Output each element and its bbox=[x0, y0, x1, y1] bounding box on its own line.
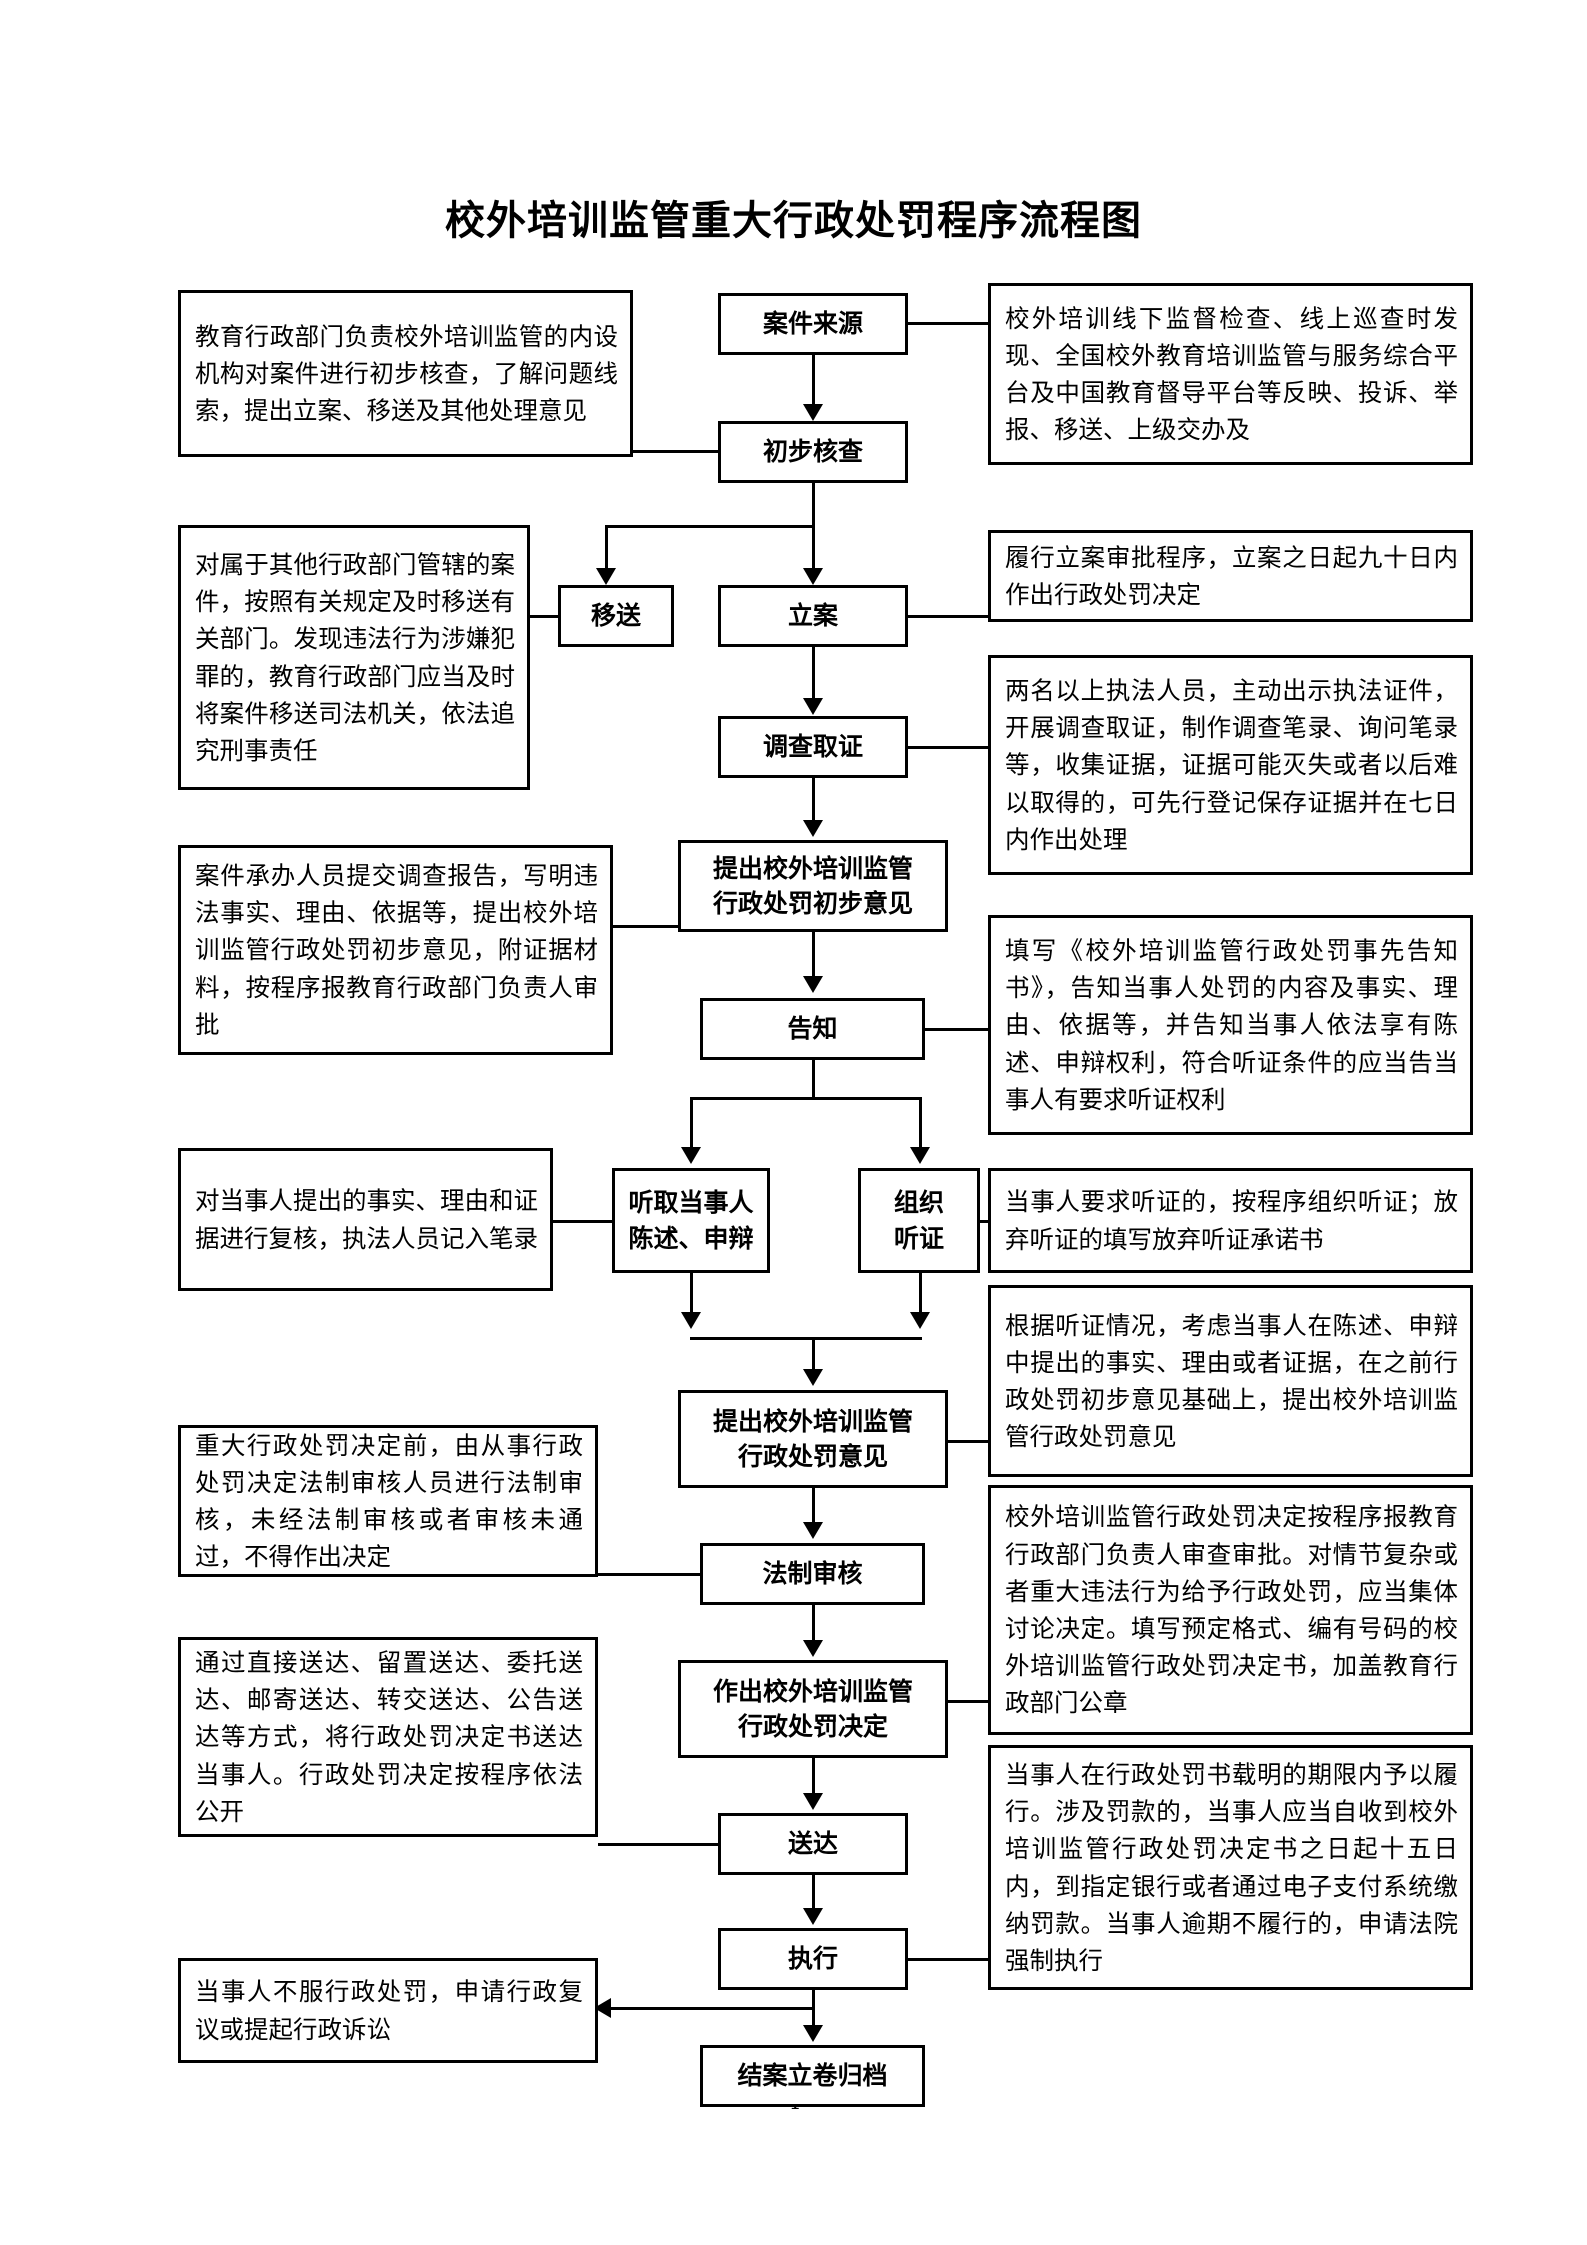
connector-make-decision-to-note bbox=[948, 1700, 988, 1703]
note-penalty-opinion: 根据听证情况，考虑当事人在陈述、申辩中提出的事实、理由或者证据，在之前行政处罚初… bbox=[988, 1285, 1473, 1477]
note-notification: 填写《校外培训监管行政处罚事先告知书》，告知当事人处罚的内容及事实、理由、依据等… bbox=[988, 915, 1473, 1135]
connector-note-to-preliminary-opinion bbox=[613, 925, 678, 928]
node-investigation[interactable]: 调查取证 bbox=[718, 716, 908, 778]
connector-branch-horizontal bbox=[605, 525, 815, 528]
note-appeal: 当事人不服行政处罚，申请行政复议或提起行政诉讼 bbox=[178, 1958, 598, 2063]
connector-branch-to-organize-hearing bbox=[919, 1097, 922, 1152]
connector-investigation-down bbox=[812, 778, 815, 824]
arrowhead-to-preliminary-review bbox=[803, 404, 823, 421]
arrowhead-to-execution bbox=[803, 1908, 823, 1925]
connector-legal-review-down bbox=[812, 1605, 815, 1645]
connector-execution-appeal-stub bbox=[812, 1990, 815, 2009]
connector-notification-down bbox=[812, 1060, 815, 1100]
arrowhead-to-investigation bbox=[803, 698, 823, 715]
connector-note-to-hear-statement bbox=[553, 1220, 612, 1223]
arrowhead-to-notification bbox=[803, 976, 823, 993]
connector-execution-down bbox=[812, 1990, 815, 2030]
note-investigation: 两名以上执法人员，主动出示执法证件，开展调查取证，制作调查笔录、询问笔录等，收集… bbox=[988, 655, 1473, 875]
node-transfer[interactable]: 移送 bbox=[558, 585, 674, 647]
connector-penalty-opinion-down bbox=[812, 1488, 815, 1528]
connector-organize-hearing-to-note bbox=[980, 1220, 988, 1223]
connector-make-decision-down bbox=[812, 1758, 815, 1798]
note-preliminary-review: 教育行政部门负责校外培训监管的内设机构对案件进行初步核查，了解问题线索，提出立案… bbox=[178, 290, 633, 457]
connector-service-down bbox=[812, 1875, 815, 1913]
connector-case-source-down bbox=[812, 355, 815, 408]
connector-preliminary-review-down bbox=[812, 483, 815, 528]
node-make-decision[interactable]: 作出校外培训监管 行政处罚决定 bbox=[678, 1660, 948, 1758]
note-make-decision: 校外培训监管行政处罚决定按程序报教育行政部门负责人审查审批。对情节复杂或者重大违… bbox=[988, 1485, 1473, 1735]
connector-note-to-preliminary-review bbox=[633, 450, 718, 453]
node-hear-statement[interactable]: 听取当事人 陈述、申辩 bbox=[612, 1168, 770, 1273]
node-preliminary-review[interactable]: 初步核查 bbox=[718, 421, 908, 483]
note-execution: 当事人在行政处罚书载明的期限内予以履行。涉及罚款的，当事人应当自收到校外培训监管… bbox=[988, 1745, 1473, 1990]
connector-branch-to-transfer bbox=[605, 525, 608, 573]
arrowhead-to-legal-review bbox=[803, 1522, 823, 1539]
connector-investigation-to-note bbox=[908, 746, 988, 749]
connector-note-to-transfer bbox=[530, 615, 558, 618]
node-organize-hearing[interactable]: 组织 听证 bbox=[858, 1168, 980, 1273]
connector-note-to-legal-review bbox=[598, 1573, 700, 1576]
node-filing[interactable]: 立案 bbox=[718, 585, 908, 647]
connector-preliminary-opinion-down bbox=[812, 932, 815, 980]
arrowhead-to-organize-hearing bbox=[910, 1147, 930, 1164]
arrowhead-to-penalty-opinion bbox=[803, 1369, 823, 1386]
connector-hear-statement-down bbox=[690, 1273, 693, 1317]
node-legal-review[interactable]: 法制审核 bbox=[700, 1543, 925, 1605]
arrowhead-to-close-archive bbox=[803, 2025, 823, 2042]
note-legal-review: 重大行政处罚决定前，由从事行政处罚决定法制审核人员进行法制审核，未经法制审核或者… bbox=[178, 1425, 598, 1577]
node-service[interactable]: 送达 bbox=[718, 1813, 908, 1875]
node-close-archive[interactable]: 结案立卷归档 bbox=[700, 2045, 925, 2107]
connector-merge-down bbox=[812, 1337, 815, 1373]
note-organize-hearing: 当事人要求听证的，按程序组织听证；放弃听证的填写放弃听证承诺书 bbox=[988, 1168, 1473, 1273]
connector-hearing-branch-horizontal bbox=[690, 1097, 922, 1100]
connector-merge-horizontal bbox=[690, 1337, 922, 1340]
connector-organize-hearing-down bbox=[919, 1273, 922, 1317]
connector-branch-to-filing bbox=[812, 525, 815, 573]
node-penalty-opinion[interactable]: 提出校外培训监管 行政处罚意见 bbox=[678, 1390, 948, 1488]
arrowhead-to-hear-statement bbox=[681, 1147, 701, 1164]
node-case-source[interactable]: 案件来源 bbox=[718, 293, 908, 355]
arrowhead-to-service bbox=[803, 1793, 823, 1810]
node-preliminary-opinion[interactable]: 提出校外培训监管 行政处罚初步意见 bbox=[678, 840, 948, 932]
arrowhead-to-make-decision bbox=[803, 1640, 823, 1657]
connector-case-source-to-note bbox=[908, 322, 988, 325]
note-preliminary-opinion: 案件承办人员提交调查报告，写明违法事实、理由、依据等，提出校外培训监管行政处罚初… bbox=[178, 845, 613, 1055]
connector-execution-to-note bbox=[908, 1958, 988, 1961]
connector-branch-to-hear-statement bbox=[690, 1097, 693, 1152]
arrowhead-to-preliminary-opinion bbox=[803, 820, 823, 837]
node-execution[interactable]: 执行 bbox=[718, 1928, 908, 1990]
arrowhead-merge-left bbox=[681, 1312, 701, 1329]
connector-notification-to-note bbox=[925, 1028, 988, 1031]
connector-note-to-service bbox=[598, 1843, 718, 1846]
note-hear-statement: 对当事人提出的事实、理由和证据进行复核，执法人员记入笔录 bbox=[178, 1148, 553, 1291]
connector-execution-to-appeal bbox=[598, 2007, 814, 2010]
connector-filing-down bbox=[812, 647, 815, 702]
connector-penalty-opinion-to-note bbox=[948, 1440, 988, 1443]
arrowhead-to-appeal-note bbox=[594, 1998, 611, 2018]
node-notification[interactable]: 告知 bbox=[700, 998, 925, 1060]
note-service: 通过直接送达、留置送达、委托送达、邮寄送达、转交送达、公告送达等方式，将行政处罚… bbox=[178, 1637, 598, 1837]
connector-filing-to-note bbox=[908, 615, 988, 618]
page-title: 校外培训监管重大行政处罚程序流程图 bbox=[445, 198, 1142, 244]
note-filing: 履行立案审批程序，立案之日起九十日内作出行政处罚决定 bbox=[988, 530, 1473, 622]
arrowhead-merge-right bbox=[910, 1312, 930, 1329]
note-case-source: 校外培训线下监督检查、线上巡查时发现、全国校外教育培训监管与服务综合平台及中国教… bbox=[988, 283, 1473, 465]
arrowhead-to-filing bbox=[803, 568, 823, 585]
note-transfer: 对属于其他行政部门管辖的案件，按照有关规定及时移送有关部门。发现违法行为涉嫌犯罪… bbox=[178, 525, 530, 790]
arrowhead-to-transfer bbox=[596, 568, 616, 585]
